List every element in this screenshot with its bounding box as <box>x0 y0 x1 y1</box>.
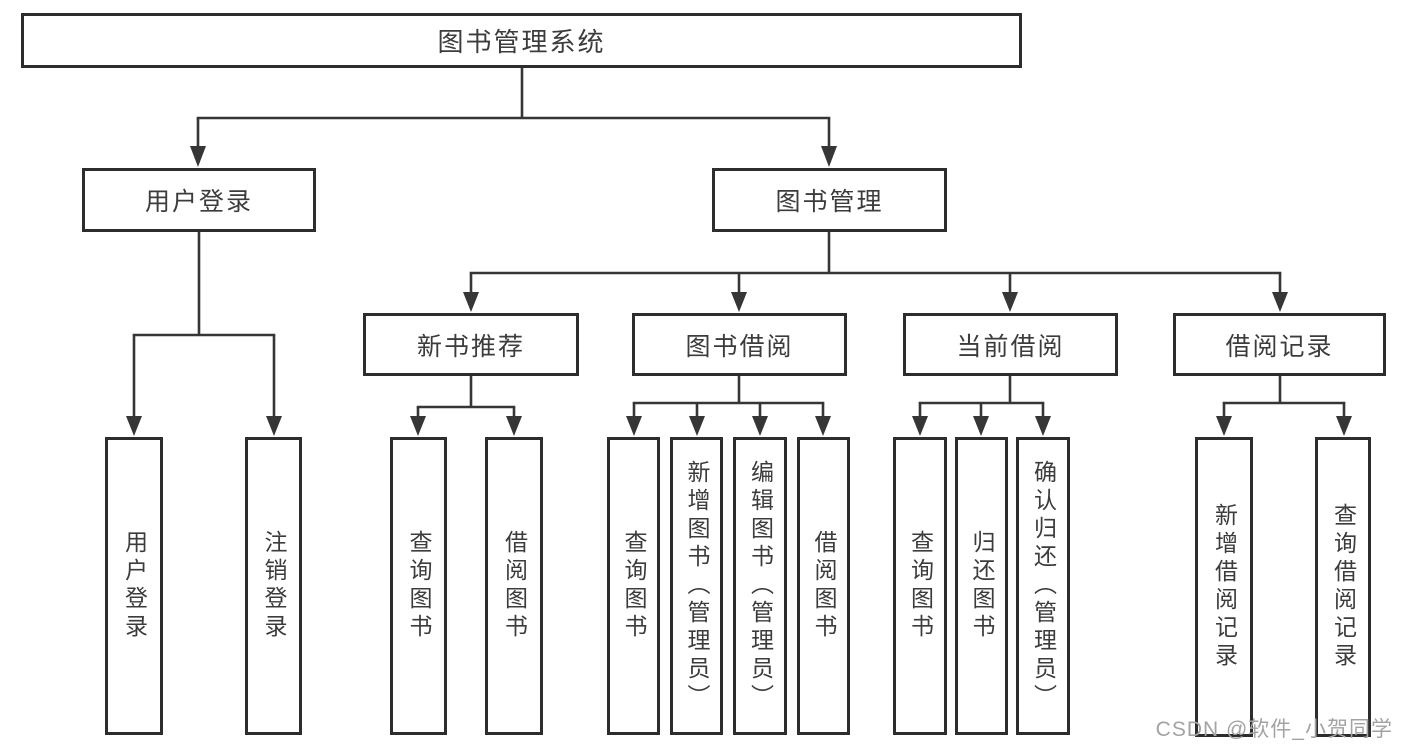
leaf-borrow-query-book: 查询图书 <box>607 437 660 735</box>
leaf-current-confirm-return: 确认归还（管理员） <box>1016 437 1070 735</box>
node-book-borrow: 图书借阅 <box>632 313 847 376</box>
node-root-label: 图书管理系统 <box>437 27 606 57</box>
leaf-current-confirm-return-label: 确认归还（管理员） <box>1030 460 1057 712</box>
leaf-user-login: 用户登录 <box>105 437 163 735</box>
node-new-book-recommend: 新书推荐 <box>363 313 579 376</box>
leaf-recommend-borrow-book-label: 借阅图书 <box>501 530 528 642</box>
leaf-current-return-book-label: 归还图书 <box>969 530 995 642</box>
leaf-records-query-record: 查询借阅记录 <box>1315 437 1371 737</box>
leaf-user-login-label: 用户登录 <box>121 530 148 642</box>
csdn-watermark: CSDN @软件_小贺同学 <box>1155 718 1393 741</box>
leaf-current-query-book-label: 查询图书 <box>907 530 934 642</box>
leaf-borrow-borrow-book: 借阅图书 <box>797 437 850 735</box>
leaf-current-return-book: 归还图书 <box>955 437 1008 735</box>
node-new-book-recommend-label: 新书推荐 <box>416 332 525 361</box>
node-borrow-records-label: 借阅记录 <box>1225 332 1334 361</box>
node-book-borrow-label: 图书借阅 <box>685 332 794 361</box>
leaf-logout-label: 注销登录 <box>261 530 287 642</box>
leaf-borrow-borrow-book-label: 借阅图书 <box>811 530 837 642</box>
node-user-login-label: 用户登录 <box>144 188 253 216</box>
leaf-logout: 注销登录 <box>245 437 302 735</box>
leaf-recommend-borrow-book: 借阅图书 <box>485 437 543 735</box>
leaf-records-add-record: 新增借阅记录 <box>1195 437 1253 737</box>
leaf-borrow-add-book: 新增图书（管理员） <box>670 437 723 735</box>
leaf-recommend-query-book: 查询图书 <box>390 437 447 735</box>
leaf-borrow-add-book-label: 新增图书（管理员） <box>684 460 710 712</box>
leaf-borrow-edit-book-label: 编辑图书（管理员） <box>747 460 774 712</box>
node-current-borrow: 当前借阅 <box>903 313 1118 376</box>
leaf-borrow-edit-book: 编辑图书（管理员） <box>733 437 787 735</box>
node-root: 图书管理系统 <box>21 13 1022 68</box>
leaf-borrow-query-book-label: 查询图书 <box>621 530 647 642</box>
node-book-management: 图书管理 <box>712 168 947 232</box>
node-borrow-records: 借阅记录 <box>1173 313 1386 376</box>
leaf-recommend-query-book-label: 查询图书 <box>406 530 432 642</box>
leaf-current-query-book: 查询图书 <box>893 437 947 735</box>
node-user-login: 用户登录 <box>82 168 316 232</box>
node-book-management-label: 图书管理 <box>775 188 884 216</box>
node-current-borrow-label: 当前借阅 <box>956 332 1065 361</box>
leaf-records-query-record-label: 查询借阅记录 <box>1330 503 1357 671</box>
leaf-records-add-record-label: 新增借阅记录 <box>1211 503 1238 671</box>
